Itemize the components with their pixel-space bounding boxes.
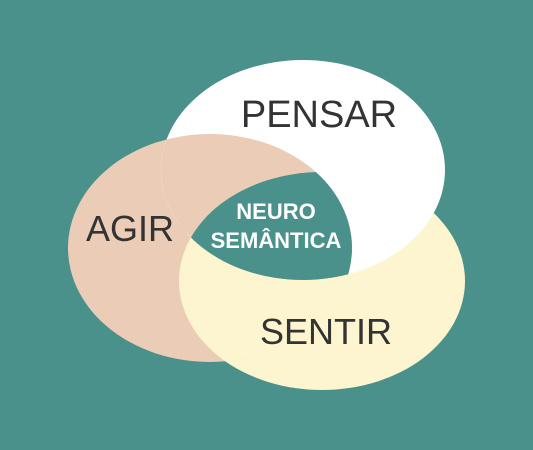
center-region: [179, 172, 352, 280]
label-agir: AGIR: [86, 208, 174, 249]
center-label-line2: SEMÂNTICA: [211, 228, 342, 253]
center-label-line1: NEURO: [236, 199, 315, 224]
label-pensar: PENSAR: [241, 94, 397, 136]
label-sentir: SENTIR: [260, 311, 392, 352]
